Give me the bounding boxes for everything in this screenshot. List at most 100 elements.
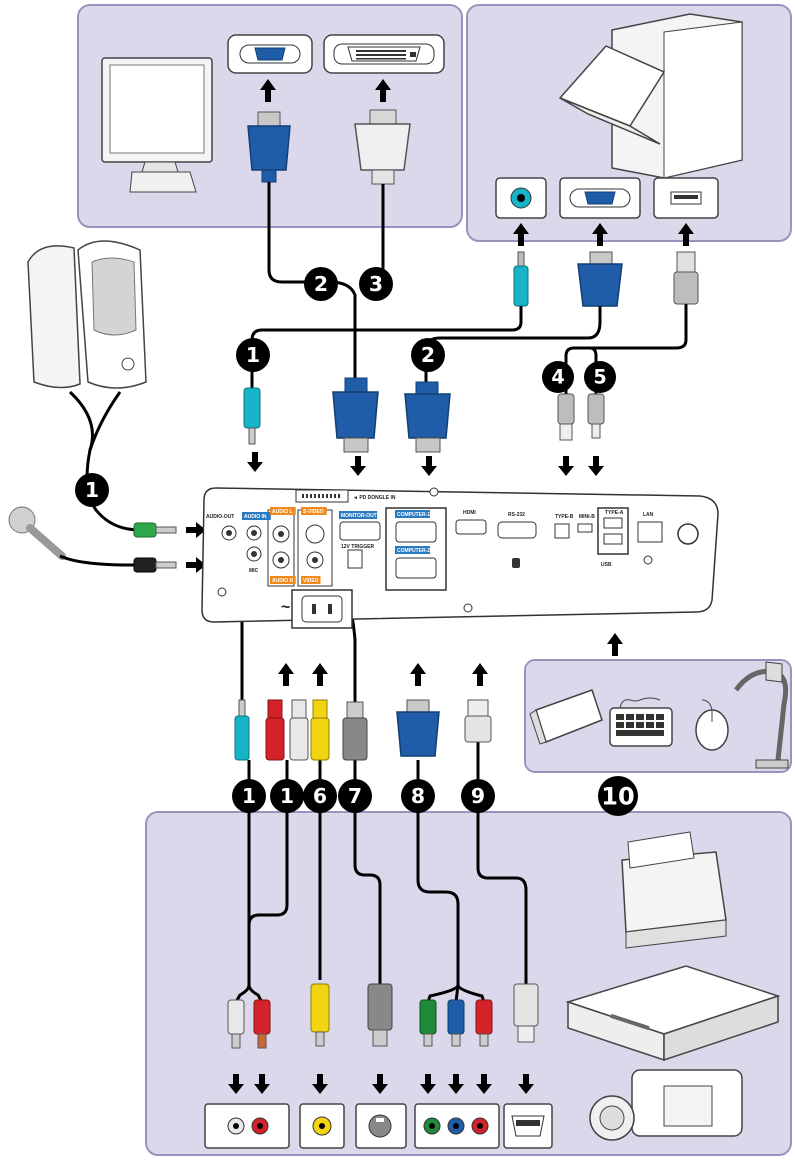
- label-computer-2: COMPUTER-2: [397, 548, 430, 554]
- hdmi-port-icon: [504, 1104, 552, 1148]
- microphone-icon: [9, 507, 62, 556]
- badge-number: 7: [348, 784, 362, 808]
- badge-number: 5: [593, 366, 606, 389]
- label-trigger-group: 12V TRIGGER: [341, 544, 374, 550]
- label-ac: ~: [281, 599, 290, 616]
- audio-plug-bottom: [235, 700, 249, 760]
- badge-4-usb-b: 4: [542, 361, 574, 393]
- hdmi-plug-lower: [514, 984, 538, 1042]
- vga-plug-bottom: [397, 700, 439, 756]
- label-computer-1: COMPUTER-1: [397, 512, 430, 518]
- label-usb: USB: [601, 562, 612, 568]
- label-audio-in: AUDIO IN: [244, 514, 267, 520]
- usb-a-plug-computer: [674, 252, 698, 304]
- component-plugs-bottom: [420, 1000, 492, 1046]
- label-trigger: 12V TRIGGER: [341, 544, 374, 550]
- badge-1-audio-bottom-a: 1: [232, 779, 266, 813]
- label-mini-b: MINI-B: [579, 514, 595, 520]
- badge-1-audio-bottom-b: 1: [270, 779, 304, 813]
- audio-plug-in-top: [244, 388, 260, 444]
- composite-plug-top: [311, 700, 329, 760]
- label-lan: LAN: [643, 512, 654, 518]
- rca-ports-icon: [205, 1104, 289, 1148]
- label-monitor-out: MONITOR-OUT: [341, 513, 377, 519]
- label-audio-out-group: AUDIO-OUT: [206, 514, 234, 520]
- label-audio-in-group: AUDIO IN: [242, 512, 271, 520]
- usb-b-plug: [558, 394, 574, 440]
- usb-mini-plug: [588, 394, 604, 438]
- audio-jack-icon: [496, 178, 546, 218]
- label-ac-group: ~: [281, 599, 290, 616]
- label-computer-2-group: COMPUTER-2: [395, 546, 430, 554]
- badge-number: 6: [313, 784, 327, 808]
- usb-port-icon: [654, 178, 718, 218]
- label-type-b-group: TYPE-B: [555, 514, 574, 520]
- label-computer-1-group: COMPUTER-1: [395, 510, 430, 518]
- speakers-icon: [28, 241, 146, 388]
- label-lan-group: LAN: [643, 512, 654, 518]
- badge-number: 4: [551, 366, 564, 389]
- label-pd-dongle-group: ◄ PD DONGLE IN: [353, 495, 396, 501]
- label-mini-b-group: MINI-B: [579, 514, 595, 520]
- label-audio-l: AUDIO L: [272, 509, 293, 515]
- label-audio-r-group: AUDIO R: [270, 576, 296, 584]
- label-svideo: S-VIDEO: [303, 509, 324, 515]
- badge-7-svideo: 7: [338, 779, 372, 813]
- badge-2-vga-monitor: 2: [304, 267, 338, 301]
- label-monitor-out-group: MONITOR-OUT: [339, 511, 377, 519]
- label-pd-dongle: ◄ PD DONGLE IN: [353, 495, 396, 501]
- label-mic: MIC: [249, 568, 259, 574]
- vga-plug-computer: [578, 252, 622, 306]
- label-video-group: VIDEO: [301, 576, 321, 584]
- label-audio-l-group: AUDIO L: [270, 507, 296, 515]
- component-ports-icon: [415, 1104, 499, 1148]
- vga-port-icon: [228, 35, 312, 73]
- badge-number: 2: [421, 343, 435, 367]
- mic-plug-black: [134, 558, 176, 572]
- arrows-down-top: [247, 452, 604, 476]
- vga-plug-computer-in: [405, 382, 450, 452]
- label-mic-group: MIC: [249, 568, 259, 574]
- badge-number: 1: [280, 784, 294, 808]
- label-rs232-group: RS-232: [508, 512, 525, 518]
- label-audio-r: AUDIO R: [272, 578, 294, 584]
- badge-number: 1: [246, 343, 260, 367]
- vga-plug-monitor-out: [333, 378, 378, 452]
- badge-number: 3: [369, 272, 383, 296]
- dvi-port-icon: [324, 35, 444, 73]
- badge-number: 1: [242, 784, 256, 808]
- badge-number: 2: [314, 272, 328, 296]
- badge-number: 1: [85, 478, 99, 502]
- badge-10-usb-devices: 10: [598, 776, 638, 816]
- svideo-plug-top: [343, 702, 367, 760]
- label-type-a-group: TYPE-A: [605, 510, 624, 516]
- label-audio-out: AUDIO-OUT: [206, 514, 234, 520]
- label-rs232: RS-232: [508, 512, 525, 518]
- badge-2-vga-in: 2: [411, 338, 445, 372]
- audio-out-plug-green: [134, 523, 176, 537]
- label-hdmi: HDMI: [463, 510, 476, 516]
- vga-port-icon-computer: [560, 178, 640, 218]
- badge-6-composite: 6: [303, 779, 337, 813]
- label-type-b: TYPE-B: [555, 514, 574, 520]
- rca-audio-plugs-top: [266, 700, 308, 760]
- label-type-a: TYPE-A: [605, 510, 624, 516]
- badge-1-speaker-mic: 1: [75, 473, 109, 507]
- label-usb-group: USB: [601, 562, 612, 568]
- badge-1-audio-in-top: 1: [236, 338, 270, 372]
- hdmi-plug-bottom: [465, 700, 491, 742]
- badge-8-component: 8: [401, 779, 435, 813]
- badge-number: 8: [411, 784, 425, 808]
- label-video: VIDEO: [303, 578, 319, 584]
- badge-number: 10: [601, 782, 634, 810]
- badge-5-usb-mini: 5: [584, 361, 616, 393]
- label-hdmi-group: HDMI: [463, 510, 476, 516]
- badge-3-dvi-monitor: 3: [359, 267, 393, 301]
- composite-port-icon: [300, 1104, 344, 1148]
- svideo-port-icon: [356, 1104, 406, 1148]
- badge-9-hdmi: 9: [461, 779, 495, 813]
- audio-plug-computer: [514, 252, 528, 306]
- badge-number: 9: [471, 784, 485, 808]
